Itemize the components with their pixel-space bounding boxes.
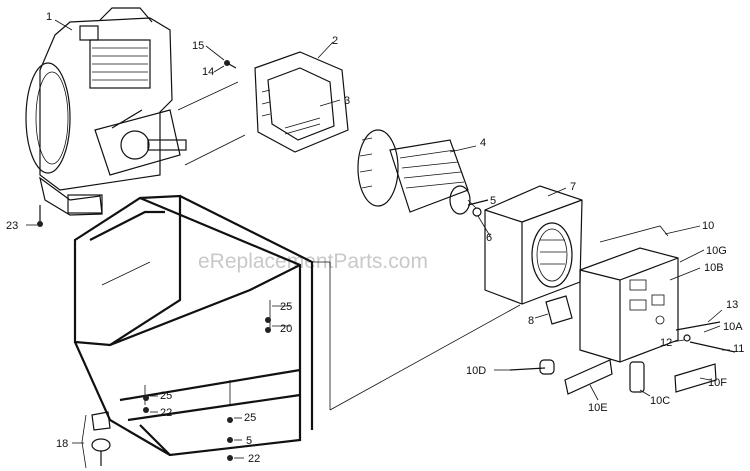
grommet-25a	[265, 317, 271, 323]
control-box-part	[579, 225, 679, 363]
brush-8-part	[545, 295, 573, 325]
label-1: 1	[46, 11, 52, 23]
label-22b: 22	[248, 453, 260, 465]
label-6a: 6	[486, 232, 492, 244]
bolt-22a	[143, 407, 149, 413]
label-25a: 25	[280, 301, 292, 313]
grommet-25b	[143, 395, 149, 401]
cylinder-10c-part	[629, 361, 645, 393]
connector-10d-part	[539, 359, 555, 375]
label-23: 23	[6, 220, 18, 232]
bolt-11-part	[689, 341, 736, 353]
label-25c: 25	[244, 412, 256, 424]
label-12: 12	[660, 337, 672, 349]
screw-23	[37, 221, 43, 227]
part-12	[683, 334, 691, 342]
label-13: 13	[726, 299, 738, 311]
label-15: 15	[192, 40, 204, 52]
screw-13-part	[675, 321, 721, 331]
rotor-part	[357, 129, 489, 215]
frame-part	[73, 194, 314, 457]
foot-18-part	[91, 411, 111, 431]
label-10B: 10B	[704, 262, 724, 274]
label-5b: 5	[246, 435, 252, 447]
label-5a: 5	[490, 195, 496, 207]
label-10C: 10C	[650, 395, 670, 407]
label-10f-part	[674, 363, 717, 393]
label-18: 18	[56, 438, 68, 450]
bolt-22b	[227, 455, 233, 461]
washer-20	[265, 327, 271, 333]
label-2: 2	[332, 35, 338, 47]
label-3: 3	[344, 95, 350, 107]
stator-housing-part	[484, 185, 583, 305]
label-10A: 10A	[723, 321, 743, 333]
fan-housing-part	[254, 51, 349, 153]
label-10D: 10D	[466, 365, 486, 377]
label-11: 11	[733, 343, 744, 355]
label-14: 14	[202, 66, 214, 78]
washer-6-part	[472, 207, 482, 217]
label-10F: 10F	[708, 377, 727, 389]
label-7: 7	[570, 181, 576, 193]
label-20: 20	[280, 323, 292, 335]
label-8: 8	[528, 315, 534, 327]
label-22a: 22	[160, 407, 172, 419]
plate-10e-part	[564, 359, 613, 395]
label-10: 10	[702, 220, 714, 232]
washer-5b	[227, 437, 233, 443]
label-25b: 25	[160, 390, 172, 402]
engine-part	[25, 7, 187, 216]
label-4: 4	[480, 137, 486, 149]
label-10G: 10G	[706, 245, 727, 257]
grommet-25c	[227, 417, 233, 423]
label-10E: 10E	[588, 402, 608, 414]
